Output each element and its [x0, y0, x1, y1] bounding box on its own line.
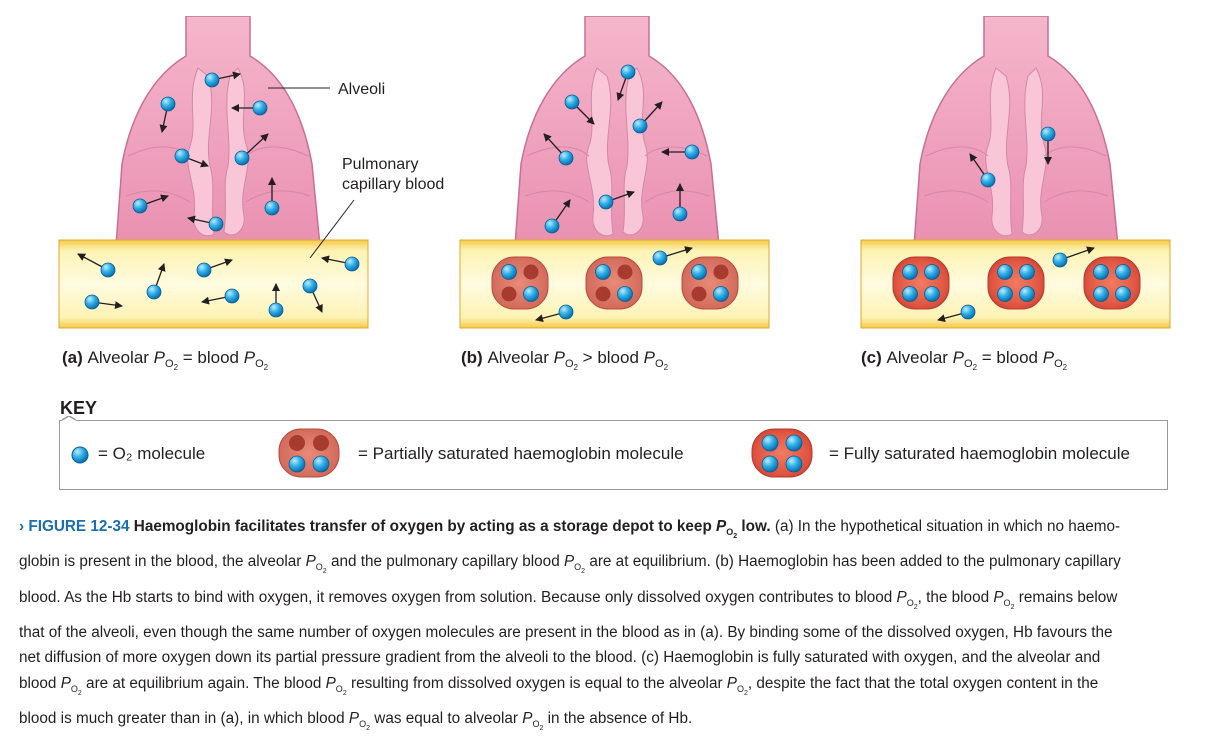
key-full-label: = Fully saturated haemoglobin molecule — [829, 444, 1130, 463]
o2-molecule — [543, 133, 574, 166]
panel-label-c: (c) Alveolar PO2 = blood PO2 — [861, 348, 1067, 373]
po2-sub: O — [255, 358, 264, 371]
panel-label-a: (a) Alveolar PO2 = blood PO2 — [62, 348, 268, 373]
po2-symbol: P — [1042, 348, 1055, 367]
panel-letter-c: (c) — [861, 348, 882, 367]
key-o2-label: = O₂ molecule — [98, 444, 206, 463]
molecule-layer — [77, 64, 1141, 323]
po2-sub: O — [655, 358, 664, 371]
panel-text-a: Alveolar — [87, 348, 154, 367]
pulmonary-label-line2: capillary blood — [342, 176, 445, 193]
lung-c — [913, 16, 1119, 255]
panel-text-c: Alveolar — [886, 348, 953, 367]
po2-sub: O — [564, 358, 574, 371]
o2-molecule — [598, 190, 635, 210]
caption-line-7: blood is much greater than in (a), in wh… — [19, 709, 693, 732]
caption-line-3: blood. As the Hb starts to bind with oxy… — [19, 588, 1118, 611]
po2-symbol: P — [952, 348, 964, 367]
partially-saturated-hemoglobin-icon — [278, 428, 340, 478]
po2-sub2: 2 — [173, 363, 179, 373]
o2-molecule — [234, 133, 269, 166]
o2-molecule-icon — [71, 446, 89, 464]
capillary-a — [58, 239, 369, 329]
key-box — [59, 420, 1168, 490]
po2-sub2: 2 — [1062, 363, 1068, 373]
oxygen-transfer-diagram — [58, 16, 1171, 329]
o2-molecule — [196, 258, 233, 278]
o2-molecule — [564, 94, 595, 125]
po2-sub2: 2 — [972, 363, 978, 373]
po2-sub2: 2 — [573, 363, 578, 373]
o2-molecule — [146, 263, 166, 300]
capillary-leader-line — [309, 199, 355, 259]
caption-line-6: blood PO2 are at equilibrium again. The … — [19, 674, 1099, 697]
panel-letter-a: (a) — [62, 348, 83, 367]
po2-symbol: P — [643, 348, 655, 367]
po2-sub2: 2 — [663, 363, 669, 373]
fully-saturated-hemoglobin — [987, 256, 1045, 310]
o2-molecule — [159, 96, 176, 133]
figure-caption: › FIGURE 12-34 Haemoglobin facilitates t… — [19, 514, 1214, 741]
panel-relation-b: > blood — [577, 348, 644, 367]
caption-title: Haemoglobin facilitates transfer of oxyg… — [129, 518, 771, 540]
o2-molecule — [264, 177, 280, 216]
o2-molecule — [1052, 246, 1095, 268]
figure-label: › FIGURE 12-34 — [19, 518, 130, 535]
o2-molecule — [661, 144, 700, 160]
o2-molecule — [544, 199, 571, 234]
lung-b — [514, 16, 720, 255]
o2-molecule — [84, 294, 123, 310]
partially-saturated-hemoglobin — [585, 256, 643, 310]
partially-saturated-hemoglobin — [681, 256, 739, 310]
o2-molecule — [672, 183, 688, 222]
po2-sub: O — [1054, 358, 1063, 371]
panel-text-b: Alveolar — [487, 348, 554, 367]
o2-molecule — [1040, 126, 1056, 165]
po2-sub: O — [165, 358, 174, 371]
caption-line-1: › FIGURE 12-34 Haemoglobin facilitates t… — [19, 518, 1121, 540]
o2-molecule — [201, 288, 240, 305]
o2-molecule — [302, 278, 323, 313]
caption-line-2: globin is present in the blood, the alve… — [19, 553, 1121, 576]
pulmonary-label-line1: Pulmonary — [342, 156, 419, 173]
po2-sub2: 2 — [263, 363, 269, 373]
po2-symbol: P — [153, 348, 165, 367]
panel-letter-b: (b) — [461, 348, 483, 367]
o2-molecule — [132, 194, 169, 214]
partially-saturated-hemoglobin — [491, 256, 549, 310]
key-icons — [71, 428, 813, 478]
alveoli-label: Alveoli — [338, 81, 386, 98]
key-partial-label: = Partially saturated haemoglobin molecu… — [358, 444, 684, 463]
o2-molecule — [204, 71, 241, 88]
o2-molecule — [231, 100, 268, 116]
o2-molecule — [174, 148, 209, 168]
o2-molecule — [937, 304, 976, 323]
fully-saturated-hemoglobin-icon — [751, 428, 813, 478]
o2-molecule — [77, 253, 116, 278]
caption-line-4: that of the alveoli, even though the sam… — [19, 623, 1113, 641]
o2-molecule — [321, 255, 360, 272]
po2-symbol: P — [243, 348, 256, 367]
key-title: KEY — [60, 398, 98, 418]
po2-symbol: P — [553, 348, 565, 367]
po2-sub: O — [964, 358, 973, 371]
caption-line-5: net diffusion of more oxygen down its pa… — [19, 649, 1101, 667]
fully-saturated-hemoglobin — [892, 256, 950, 310]
o2-molecule — [535, 304, 574, 323]
fully-saturated-hemoglobin — [1083, 256, 1141, 310]
o2-molecule — [969, 153, 996, 188]
panel-relation-a: = blood — [178, 348, 244, 367]
o2-molecule — [616, 64, 636, 101]
o2-molecule — [268, 283, 284, 318]
panel-relation-c: = blood — [977, 348, 1043, 367]
o2-molecule — [632, 101, 663, 134]
panel-label-b: (b) Alveolar PO2 > blood PO2 — [461, 348, 668, 373]
o2-molecule — [187, 215, 224, 232]
o2-molecule — [652, 246, 693, 266]
key-notch — [62, 416, 76, 430]
